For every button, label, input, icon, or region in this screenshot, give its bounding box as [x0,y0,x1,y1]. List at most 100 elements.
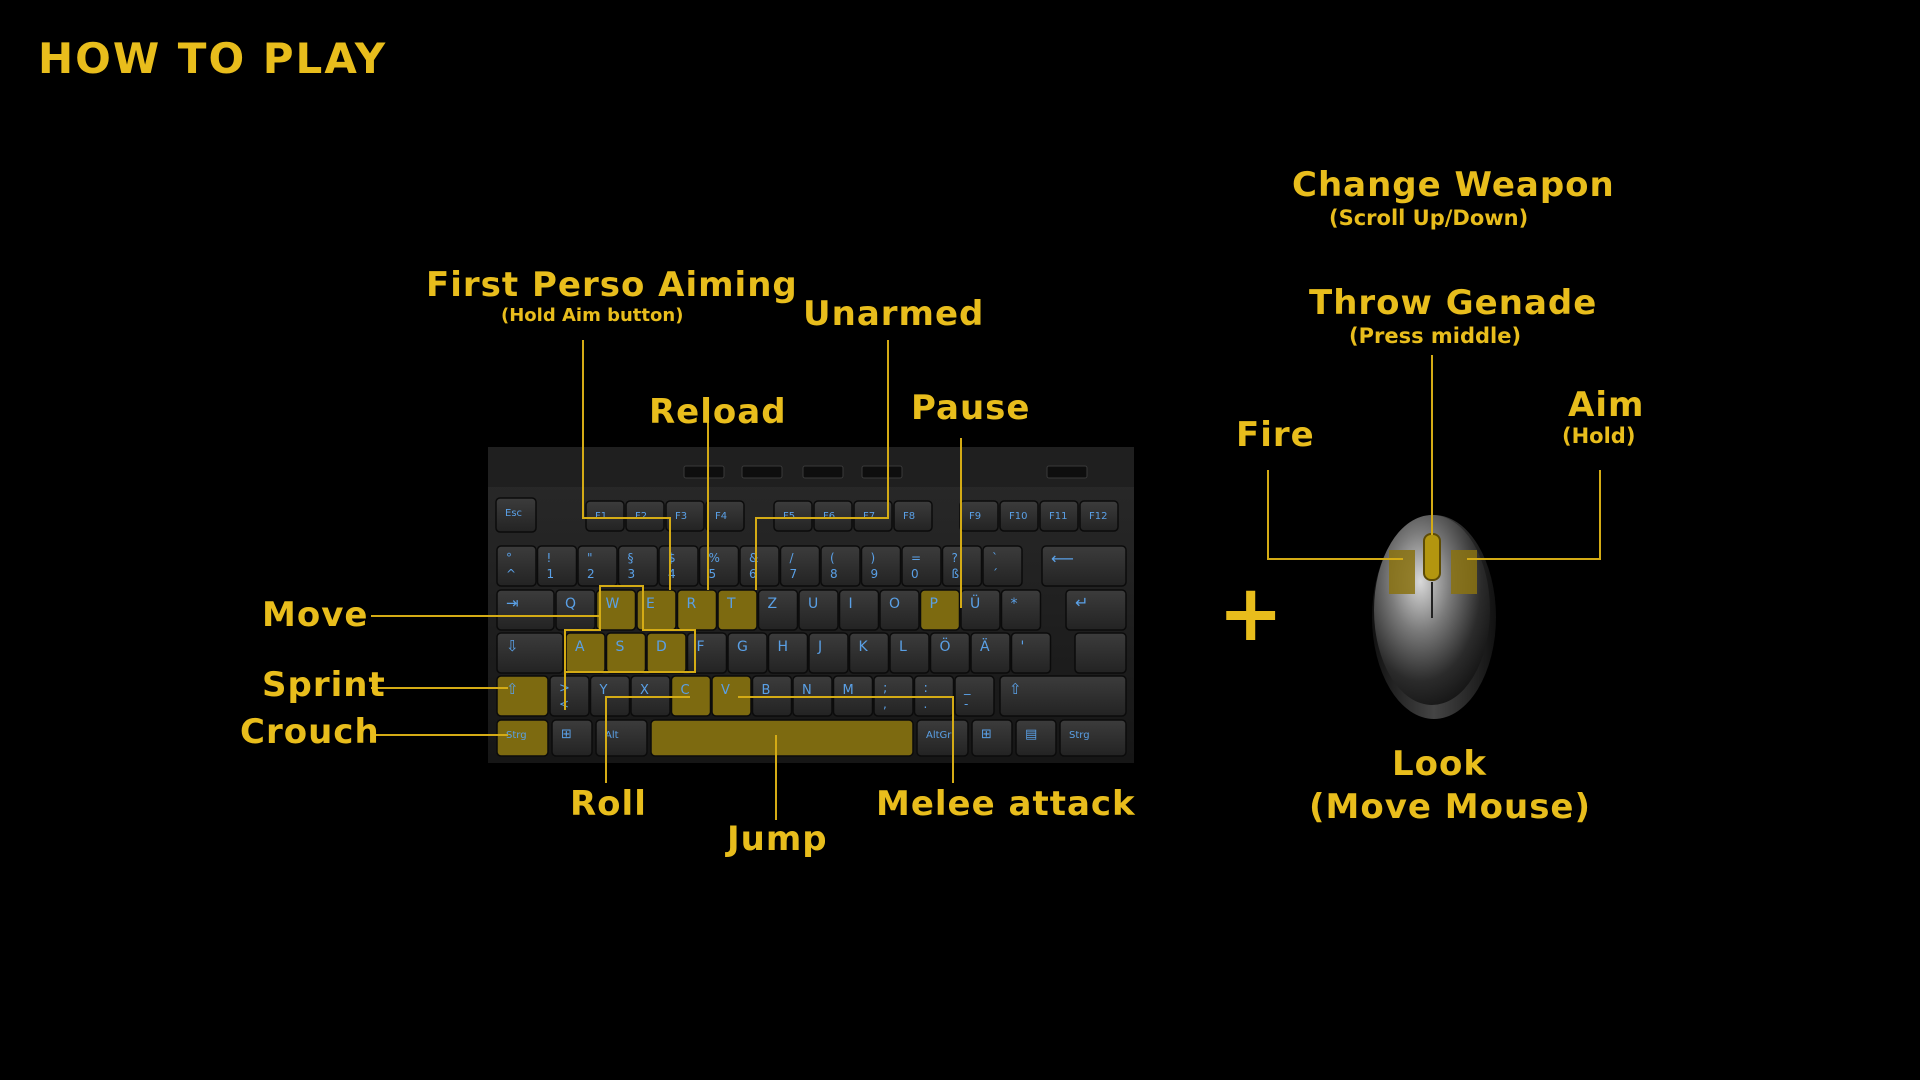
key-legend-R: R [687,596,697,612]
key-legend-num-4: $ [668,551,676,565]
key-enter-top [1065,589,1127,631]
key-legend-T: T [726,596,736,612]
label-look: Look [1392,744,1487,784]
key-enter-bottom [1074,632,1127,674]
label-first-person-aiming: First Perso Aiming [426,265,798,305]
key-legend-a-S: S [616,639,625,655]
key-legend-sub-num-8: 8 [830,567,838,581]
line-unarmed [755,340,889,590]
key-a-' [1010,632,1052,674]
key-legend-F1: F1 [595,511,607,522]
key-legend-y-6: N [802,683,812,698]
label-roll: Roll [570,784,647,824]
label-fire: Fire [1236,415,1315,455]
key-legend-Z: Z [768,596,778,612]
key-F7 [853,500,893,532]
key-legend-y-5: B [762,683,771,698]
label-throw-grenade: Throw Genade [1309,283,1598,323]
key-legend-win-left: ⊞ [561,727,572,742]
label-aim: Aim [1568,385,1645,425]
key-legend-shift-right: ⇧ [1009,680,1022,698]
key-legend-F7: F7 [863,511,875,522]
key-legend-E: E [646,596,655,612]
key-legend-sub-y-9: . [924,697,928,711]
key-legend-menu: ▤ [1025,727,1037,742]
key-F1 [585,500,625,532]
key-O [879,589,920,631]
line-aim [1467,470,1601,560]
key-Alt [595,719,648,757]
key-legend-I: I [849,596,853,612]
media-key-5 [1046,465,1088,479]
key-legend-a-K: K [859,639,869,655]
key-legend-num-9: ) [871,551,876,565]
label-aim-sub: (Hold) [1562,424,1636,448]
key-F11 [1039,500,1079,532]
key-legend-Ü: Ü [970,594,980,612]
key-a-Ä [970,632,1011,674]
key-shift-right [999,675,1127,717]
key-num-2 [577,545,618,587]
key-legend-num-8: ( [830,551,835,565]
key-legend-sub-num-5: 5 [709,567,717,581]
key-F4 [705,500,745,532]
key-num-10 [901,545,942,587]
key-legend-enter-top: ↵ [1075,593,1088,612]
key-win-right [971,719,1013,757]
key-legend-sub-num-10: 0 [911,567,919,581]
key-legend-sub-num-0: ^ [506,567,516,581]
key-tab [496,589,555,631]
label-change-weapon-sub: (Scroll Up/Down) [1329,206,1529,230]
label-unarmed: Unarmed [803,294,985,334]
key-num-5 [698,545,740,587]
key-legend-sub-num-4: 4 [668,567,676,581]
label-crouch: Crouch [240,712,380,752]
key-P [919,589,961,631]
label-first-person-sub: (Hold Aim button) [501,305,684,326]
key-R [676,589,718,631]
key-a-S [605,632,647,674]
key-legend-num-5: % [709,551,720,565]
key-legend-y-1: Y [599,683,608,698]
key-legend-y-10: _ [963,681,971,696]
label-change-weapon: Change Weapon [1292,165,1615,205]
media-key-2 [741,465,783,479]
key-legend-y-3: C [681,683,690,698]
key-legend-y-7: M [843,683,854,698]
plus-sign: + [1218,569,1284,659]
key-legend-F8: F8 [903,511,915,522]
key-* [1000,589,1042,631]
key-legend-y-8: ; [883,681,887,696]
page-title: HOW TO PLAY [38,34,388,83]
key-y-10 [954,675,995,717]
key-legend-Q: Q [565,596,576,612]
key-legend-sub-y-8: , [883,697,887,711]
key-legend-Strg: Strg [1069,730,1090,741]
media-key-3 [802,465,844,479]
key-T [717,589,758,631]
key-Z [757,589,799,631]
key-a-G [727,632,768,674]
key-legend-F4: F4 [715,511,727,522]
key-a-A [565,632,606,674]
key-legend-num-2: " [587,551,593,565]
key-Strg [496,719,549,757]
key-shift-left [496,675,549,717]
key-legend-a-D: D [656,639,667,655]
key-U [798,589,839,631]
key-legend-sub-num-9: 9 [871,567,879,581]
key-legend-F2: F2 [635,511,647,522]
key-y-0 [549,675,590,717]
key-AltGr [916,719,969,757]
key-legend-sub-num-7: 7 [790,567,798,581]
key-legend-win-right: ⊞ [981,727,992,742]
key-num-0 [496,545,537,587]
key-legend-num-7: / [790,551,795,565]
key-F2 [625,500,665,532]
key-legend-Esc: Esc [505,508,522,519]
key-legend-num-11: ? [952,551,958,565]
key-legend-a-Ö: Ö [940,637,951,655]
key-legend-y-4: V [721,683,730,698]
